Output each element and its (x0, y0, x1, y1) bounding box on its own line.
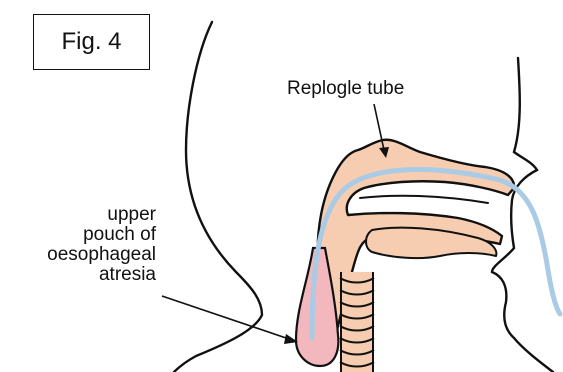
pouch-label-line: upper (0, 205, 156, 225)
pouch-label-line: pouch of (0, 225, 156, 245)
face-profile (492, 58, 553, 372)
trachea (340, 272, 374, 372)
figure-label-box: Fig. 4 (33, 14, 150, 70)
trachea-tube (342, 272, 372, 372)
pouch-label: upper pouch of oesophageal atresia (0, 205, 156, 285)
pouch-leader (162, 296, 289, 339)
figure-label: Fig. 4 (61, 28, 121, 56)
palate-line (360, 196, 488, 203)
head-outline (174, 22, 262, 372)
replogle-tube-label: Replogle tube (287, 79, 404, 99)
pouch-label-line: atresia (0, 265, 156, 285)
pouch-label-line: oesophageal (0, 245, 156, 265)
